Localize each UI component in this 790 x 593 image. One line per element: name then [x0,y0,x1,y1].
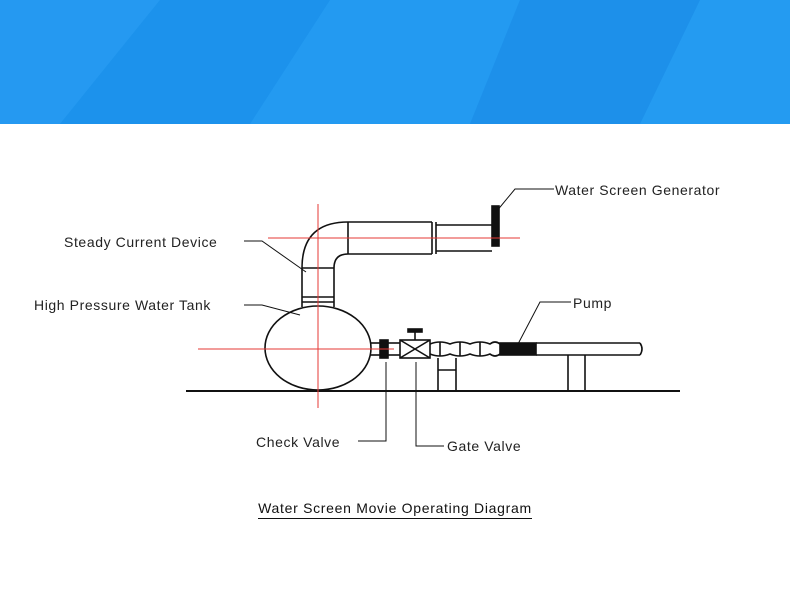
banner-pattern [0,0,790,124]
leader-lines [244,188,571,447]
diagram-caption-wrap: Water Screen Movie Operating Diagram [0,500,790,519]
label-pump: Pump [573,295,612,311]
elbow-outer [301,221,349,269]
label-check-valve: Check Valve [256,434,341,450]
pump-shape [499,342,537,356]
label-high-pressure-water-tank: High Pressure Water Tank [34,297,212,313]
label-steady-current-device: Steady Current Device [64,234,218,250]
elbow-inner [333,253,349,269]
operating-diagram [186,188,680,447]
water-screen-generator-shape [491,205,500,247]
diagram-caption: Water Screen Movie Operating Diagram [258,500,532,519]
label-gate-valve: Gate Valve [447,438,522,454]
header-banner [0,0,790,124]
centerlines [198,204,520,408]
label-water-screen-generator: Water Screen Generator [555,182,721,198]
